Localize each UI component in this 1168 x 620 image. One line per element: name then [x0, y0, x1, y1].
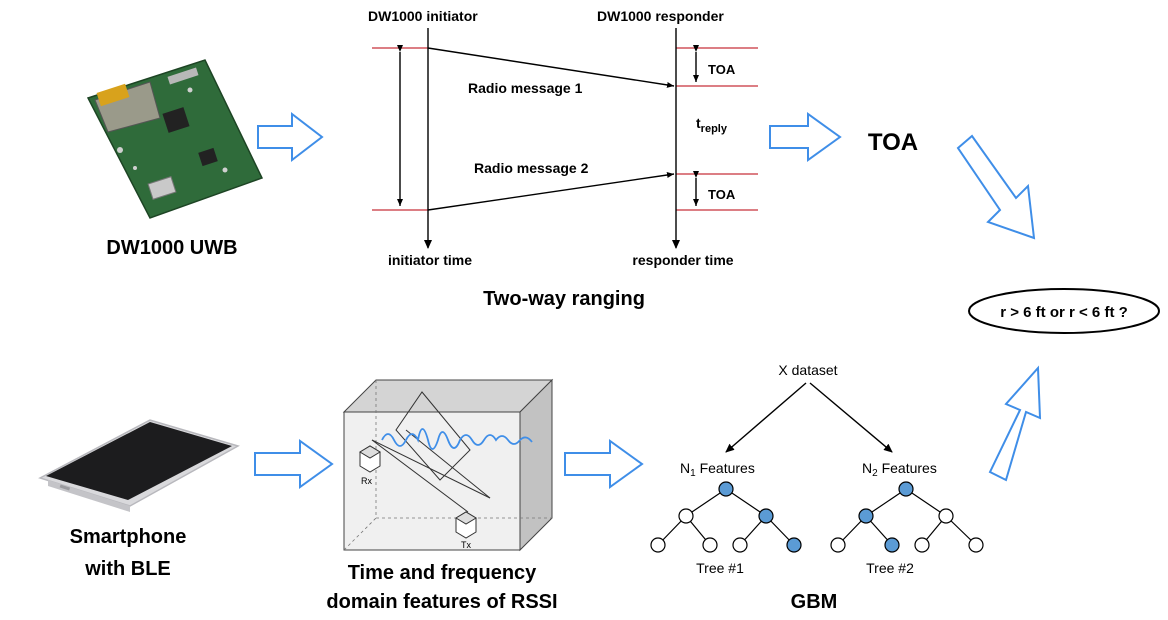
tree2-leaf — [884, 537, 900, 553]
treply-label: treply — [696, 115, 728, 135]
tree2-leaf — [914, 537, 930, 553]
tree2-leaf — [968, 537, 984, 553]
radio-message-2-label: Radio message 2 — [474, 160, 589, 176]
rssi-caption-line1: Time and frequency — [348, 562, 537, 584]
rx-label: Rx — [361, 476, 372, 486]
toa-top-label: TOA — [708, 62, 736, 77]
treply-subscript: reply — [701, 123, 728, 135]
radio-message-1-label: Radio message 1 — [468, 80, 583, 96]
rssi-caption-line2: domain features of RSSI — [326, 591, 557, 613]
tree2-node — [858, 508, 874, 524]
tree2-root-node — [898, 481, 914, 497]
tree1-leaf — [732, 537, 748, 553]
toa-bottom-label: TOA — [708, 187, 736, 202]
arrow-ble-to-rssi — [254, 439, 334, 489]
gbm-caption: GBM — [791, 591, 838, 613]
initiator-time-label: initiator time — [388, 252, 472, 268]
responder-label: DW1000 responder — [597, 8, 724, 24]
radio-message-2-arrow — [427, 172, 675, 211]
uwb-board-image — [86, 59, 264, 219]
tree1-node — [678, 508, 694, 524]
radio-message-1-arrow — [427, 47, 675, 88]
decision-label: r > 6 ft or r < 6 ft ? — [1000, 304, 1128, 321]
arrow-ranging-to-toa — [769, 112, 842, 162]
tree-1-label: Tree #1 — [696, 560, 744, 576]
uwb-device-label: DW1000 UWB — [106, 237, 237, 259]
tx-label: Tx — [461, 540, 471, 550]
tree1-node — [758, 508, 774, 524]
n1-features-label: N1 Features — [680, 460, 755, 479]
two-way-ranging-caption: Two-way ranging — [483, 288, 645, 310]
arrow-gbm-to-decision — [988, 365, 1042, 482]
tree1-leaf — [786, 537, 802, 553]
tree1-leaf — [650, 537, 666, 553]
dataset-to-tree1-arrow — [725, 382, 807, 453]
decision-ellipse — [968, 288, 1160, 334]
treply-main: t — [696, 115, 701, 131]
dataset-to-tree2-arrow — [809, 382, 893, 453]
x-dataset-label: X dataset — [778, 362, 837, 378]
tree1-leaf — [702, 537, 718, 553]
toa-output-label: TOA — [868, 129, 918, 156]
initiator-label: DW1000 initiator — [368, 8, 478, 24]
rssi-cube-diagram: Rx Tx — [342, 378, 554, 552]
smartphone-image — [38, 419, 240, 512]
n2-features-label: N2 Features — [862, 460, 937, 479]
tree2-node — [938, 508, 954, 524]
smartphone-label-line1: Smartphone — [70, 526, 187, 548]
tree1-root-node — [718, 481, 734, 497]
arrow-uwb-to-ranging — [257, 111, 324, 163]
tree-2 — [830, 481, 984, 553]
tree-2-label: Tree #2 — [866, 560, 914, 576]
gbm-diagram: X dataset N1 Features N2 Features — [650, 362, 984, 613]
responder-time-label: responder time — [632, 252, 733, 268]
tree-1 — [650, 481, 802, 553]
arrow-rssi-to-gbm — [564, 439, 644, 489]
two-way-ranging-diagram: DW1000 initiator DW1000 responder Radio … — [368, 8, 758, 310]
tree2-leaf — [830, 537, 846, 553]
smartphone-label-line2: with BLE — [84, 558, 171, 580]
arrow-toa-to-decision — [956, 134, 1036, 240]
